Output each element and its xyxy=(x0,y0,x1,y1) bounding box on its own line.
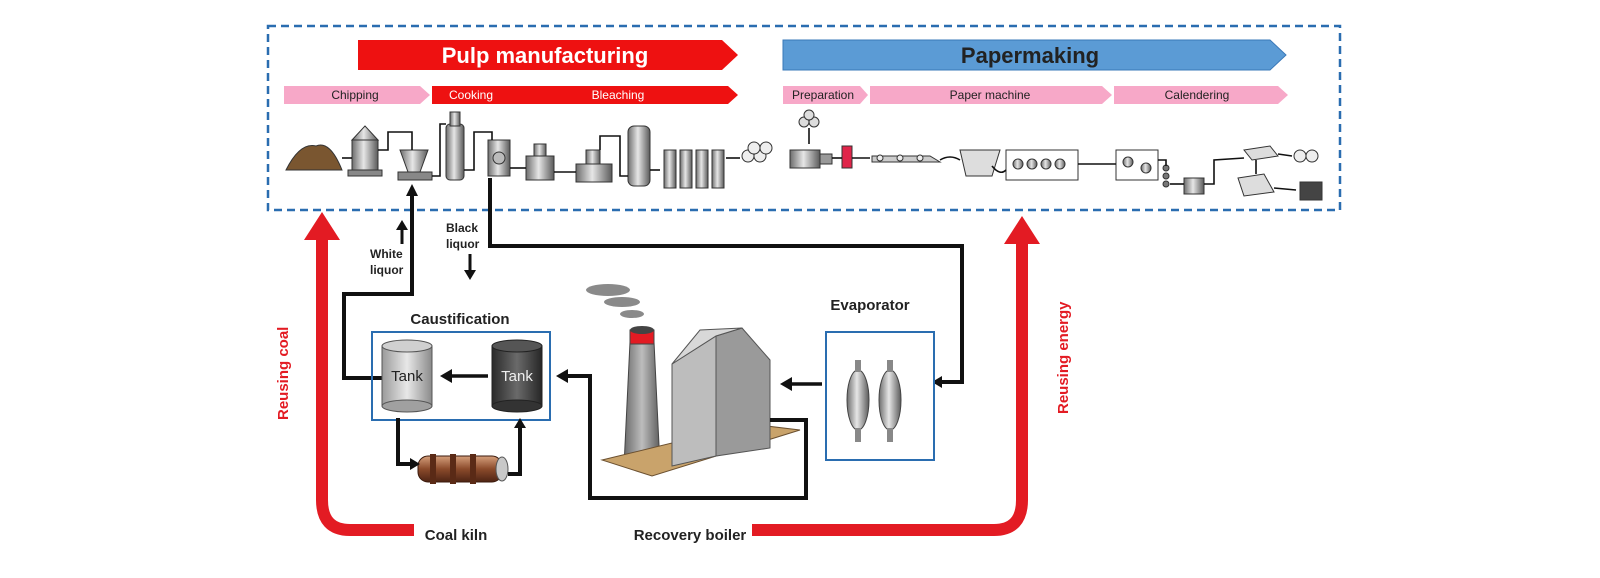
coal-kiln-label: Coal kiln xyxy=(425,527,488,544)
forming-section-icon xyxy=(871,154,942,163)
winder-icon xyxy=(1237,145,1279,197)
white-liquor-arrow xyxy=(396,220,408,244)
paper-banner-label: Papermaking xyxy=(961,43,1099,68)
paper-line-equipment xyxy=(789,109,1323,201)
stage-bleaching: Bleaching xyxy=(496,86,738,104)
tank-light: Tank xyxy=(381,339,433,413)
calender-stack-icon xyxy=(1162,164,1170,188)
feeder-icon xyxy=(397,149,433,181)
evaporator-to-boiler-arrow xyxy=(780,377,822,391)
press-section-icon xyxy=(959,149,1001,177)
recovery-boiler-icon xyxy=(600,327,801,477)
recovery-boiler-label: Recovery boiler xyxy=(634,527,747,544)
stage-calendering: Calendering xyxy=(1114,86,1288,104)
paper-rolls-icon xyxy=(1293,149,1319,163)
process-frame xyxy=(266,24,1342,212)
stage-cooking: Cooking xyxy=(432,86,510,104)
boiler-to-tank-pipe xyxy=(556,369,808,500)
paper-line-pipes xyxy=(808,128,1297,191)
reusing-coal-label: Reusing coal xyxy=(275,327,292,420)
caustification-box xyxy=(371,331,551,421)
chimney-icon xyxy=(623,326,661,467)
kiln-pipes xyxy=(396,418,526,476)
mixer-icon xyxy=(575,149,613,183)
black-liquor-arrow xyxy=(464,254,476,280)
pulp-banner-label: Pulp manufacturing xyxy=(442,43,649,68)
reel-icon xyxy=(1183,177,1205,195)
storage-tower-icon xyxy=(627,125,651,187)
stage-preparation-label: Preparation xyxy=(792,88,854,102)
refiner-icon xyxy=(841,145,853,169)
stage-calendering-label: Calendering xyxy=(1165,88,1230,102)
stage-preparation: Preparation xyxy=(783,86,868,104)
digester-icon xyxy=(445,111,465,181)
pulp-tanks-icon xyxy=(663,149,725,189)
pulp-banner: Pulp manufacturing xyxy=(358,40,738,70)
evaporator-vessel-1 xyxy=(846,360,870,442)
pulper-icon xyxy=(789,149,833,169)
pulp-bales-icon xyxy=(741,141,773,163)
tank-dark: Tank xyxy=(491,339,543,413)
stage-paper-machine-label: Paper machine xyxy=(950,88,1031,102)
paper-banner: Papermaking xyxy=(782,39,1287,71)
smoke-icon xyxy=(586,284,644,318)
white-liquor-return-pipe xyxy=(342,184,418,380)
black-liquor-label-line1: Black xyxy=(446,221,478,235)
black-liquor-label-line2: liquor xyxy=(446,237,480,251)
stage-cooking-label: Cooking xyxy=(449,88,493,102)
paper-sheets-icon xyxy=(1299,181,1323,201)
pulp-line-equipment xyxy=(285,111,773,189)
washer-icon xyxy=(487,139,511,177)
stage-bleaching-label: Bleaching xyxy=(592,88,645,102)
evaporator-vessel-2 xyxy=(878,360,902,442)
size-press-icon xyxy=(1115,149,1159,181)
wood-chips-pile-icon xyxy=(285,144,343,171)
reusing-coal-arrow xyxy=(304,212,414,536)
bleach-tower-icon xyxy=(525,143,555,181)
coal-kiln-icon xyxy=(417,454,509,484)
bale-stack-icon xyxy=(798,109,820,128)
pulp-line-pipes xyxy=(342,123,740,177)
chip-silo-icon xyxy=(347,125,383,177)
stage-chipping: Chipping xyxy=(284,86,430,104)
stage-paper-machine: Paper machine xyxy=(870,86,1112,104)
tank-dark-label: Tank xyxy=(501,368,533,385)
reusing-energy-arrow xyxy=(752,216,1040,536)
black-liquor-line xyxy=(488,178,964,388)
evaporator-label: Evaporator xyxy=(830,297,909,314)
reusing-energy-label: Reusing energy xyxy=(1055,301,1072,414)
white-liquor-label-line1: White xyxy=(370,247,403,261)
white-liquor-label-line2: liquor xyxy=(370,263,404,277)
tank-transfer-arrow xyxy=(440,369,488,383)
tank-light-label: Tank xyxy=(391,368,423,385)
stage-chipping-label: Chipping xyxy=(331,88,378,102)
dryer-section-icon xyxy=(1005,149,1079,181)
caustification-label: Caustification xyxy=(410,311,509,328)
